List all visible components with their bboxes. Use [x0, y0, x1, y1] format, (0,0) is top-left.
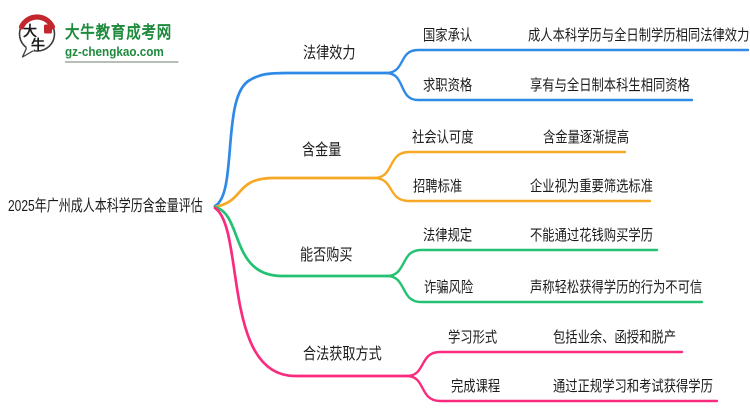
branch-links-legit-ways	[213, 206, 719, 403]
node-label[interactable]: 诈骗风险	[424, 279, 474, 296]
node-detail[interactable]: 成人本科学历与全日制学历相同法律效力	[528, 27, 750, 44]
node-detail[interactable]: 企业视为重要筛选标准	[530, 178, 654, 195]
node-detail[interactable]: 包括业余、函授和脱产	[553, 329, 677, 346]
node-detail[interactable]: 不能通过花钱购买学历	[530, 227, 654, 244]
branch-links-purchasable	[213, 205, 704, 304]
node-detail[interactable]: 通过正规学习和考试获得学历	[553, 378, 713, 395]
branch-links-legal-effect	[213, 48, 750, 208]
node-detail[interactable]: 声称轻松获得学历的行为不可信	[530, 279, 703, 296]
node-label[interactable]: 社会认可度	[412, 129, 474, 146]
node-label[interactable]: 招聘标准	[413, 178, 463, 195]
node-detail[interactable]: 含金量逐渐提高	[543, 129, 630, 146]
node-label[interactable]: 学习形式	[448, 329, 498, 346]
logo-seal	[44, 24, 52, 34]
node-label[interactable]: 求职资格	[423, 77, 473, 94]
logo-title: 大牛教育成考网	[65, 23, 173, 42]
branch-links-value	[213, 150, 652, 209]
node-label[interactable]: 完成课程	[451, 378, 501, 395]
root-topic[interactable]: 2025年广州成人本科学历含金量评估	[8, 198, 203, 215]
logo-subtitle: gz-chengkao.com	[65, 44, 179, 63]
site-logo[interactable]: 大 牛 大牛教育成考网 gz-chengkao.com	[16, 12, 191, 63]
branch-label-legal-effect[interactable]: 法律效力	[303, 45, 356, 62]
node-label[interactable]: 国家承认	[423, 27, 473, 44]
logo-bubble-icon: 大 牛	[18, 14, 56, 58]
node-label[interactable]: 法律规定	[423, 227, 473, 244]
branch-label-legit-ways[interactable]: 合法获取方式	[303, 346, 382, 363]
branch-label-value[interactable]: 含金量	[302, 142, 342, 159]
node-detail[interactable]: 享有与全日制本科生相同资格	[530, 77, 690, 94]
branch-label-purchasable[interactable]: 能否购买	[300, 247, 353, 264]
logo-icon-char-bottom: 牛	[31, 37, 45, 53]
logo-icon-char-top: 大	[23, 23, 37, 39]
